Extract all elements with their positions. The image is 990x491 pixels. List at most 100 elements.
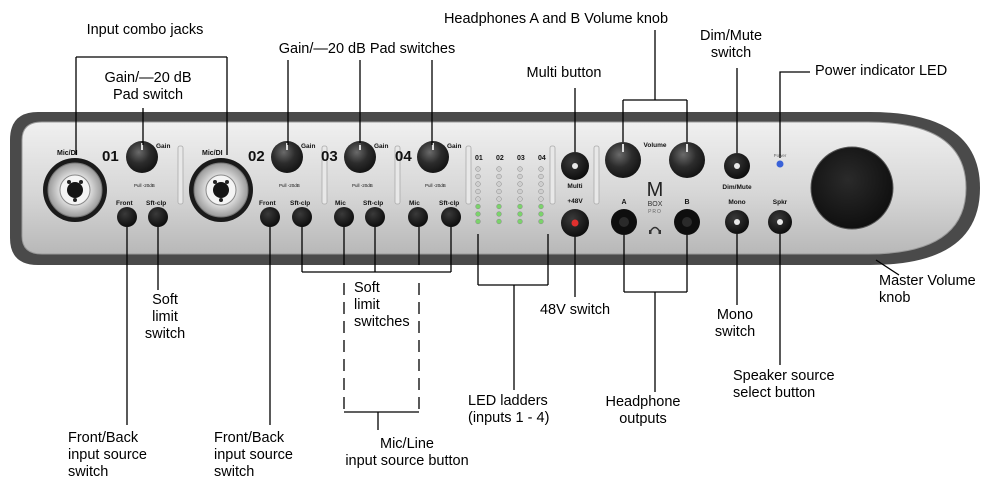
ch1-front-label: Front — [116, 200, 133, 207]
led-ladder-2-dot — [496, 166, 502, 172]
callout-power-indicator-led: Power indicator LED — [815, 63, 948, 79]
power-led — [776, 160, 784, 168]
led-ladder-2-dot — [496, 173, 502, 180]
soft-clip-switch-1 — [148, 207, 168, 227]
callout-multi-button: Multi button — [526, 65, 602, 81]
meter-header-3: 03 — [517, 155, 525, 162]
dim-mute-label: Dim/Mute — [722, 184, 752, 191]
soft-clip-switch-3 — [365, 207, 385, 227]
soft-clip-switch-4 — [441, 207, 461, 227]
led-ladder-3-dot — [517, 181, 523, 187]
callout-front-back-switch-1: Front/Back input source switch — [68, 430, 147, 480]
led-ladder-3-dot — [517, 173, 523, 180]
volume-label: Volume — [644, 142, 667, 149]
ch4-sftclp-label: Sft-clp — [439, 200, 459, 207]
led-ladder-2-dot — [496, 181, 502, 187]
gain-knob-2 — [271, 141, 303, 173]
led-ladder-4-dot — [538, 166, 544, 172]
ch2-input-label: Mic/DI — [202, 150, 223, 157]
gain-knob-1 — [126, 141, 158, 173]
callout-soft-limit-switch: Soft limit switch — [144, 292, 186, 342]
led-ladder-3-dot — [517, 166, 523, 172]
callout-lines — [75, 30, 900, 430]
ch2-number: 02 — [248, 148, 265, 165]
callout-dim-mute-switch: Dim/Mute switch — [699, 28, 763, 61]
ch3-gain-label: Gain — [374, 143, 388, 150]
callout-mono-switch: Mono switch — [714, 307, 756, 340]
led-ladder-3-dot — [517, 211, 523, 217]
led-ladder-4-dot — [538, 188, 544, 195]
led-ladder-2-dot — [496, 218, 502, 225]
ch2-front-label: Front — [259, 200, 276, 207]
ch2-pad-label: Pull -20dB — [279, 183, 300, 188]
multi-button — [561, 152, 589, 180]
ch4-mic-label: Mic — [409, 200, 420, 207]
led-ladder-2-dot — [496, 211, 502, 217]
dim-mute-button — [724, 153, 750, 179]
ch1-sftclp-label: Sft-clp — [146, 200, 166, 207]
meter-header-2: 02 — [496, 155, 504, 162]
mbox-logo-sub: BOX — [648, 201, 663, 208]
led-ladder-3-dot — [517, 188, 523, 195]
led-ladder-2-dot — [496, 188, 502, 195]
combo-jack-2 — [189, 158, 253, 222]
led-ladder-1-dot — [475, 173, 481, 180]
front-switch-1 — [117, 207, 137, 227]
callout-headphone-outputs: Headphone outputs — [605, 394, 681, 427]
ch4-pad-label: Pull -20dB — [425, 183, 446, 188]
headphone-output-b — [674, 209, 700, 235]
callout-headphones-volume-knob: Headphones A and B Volume knob — [443, 11, 669, 27]
callout-speaker-source-select: Speaker source select button — [733, 368, 835, 401]
callout-front-back-switch-2: Front/Back input source switch — [214, 430, 293, 480]
led-ladder-4-dot — [538, 211, 544, 217]
mic-switch-4 — [408, 207, 428, 227]
combo-jack-1 — [43, 158, 107, 222]
mbox-logo: M — [647, 179, 664, 201]
led-ladder-3-dot — [517, 203, 523, 210]
ch1-pad-label: Pull -20dB — [134, 183, 155, 188]
callout-input-combo-jacks: Input combo jacks — [86, 22, 204, 38]
callout-led-ladders: LED ladders (inputs 1 - 4) — [468, 393, 550, 426]
meter-header-4: 04 — [538, 155, 546, 162]
multi-label: Multi — [567, 183, 582, 190]
front-switch-2 — [260, 207, 280, 227]
mono-label: Mono — [728, 199, 745, 206]
led-ladder-1-dot — [475, 166, 481, 172]
ch1-gain-label: Gain — [156, 143, 170, 150]
ch3-pad-label: Pull -20dB — [352, 183, 373, 188]
callout-gain-pad-switches: Gain/—20 dB Pad switches — [278, 41, 456, 57]
led-ladder-4-dot — [538, 173, 544, 180]
ch3-mic-label: Mic — [335, 200, 346, 207]
callout-soft-limit-switches: Soft limit switches — [354, 280, 410, 330]
ch3-number: 03 — [321, 148, 338, 165]
ch1-input-label: Mic/DI — [57, 150, 78, 157]
led-ladder-2-dot — [496, 196, 502, 202]
spkr-label: Spkr — [773, 199, 788, 206]
led-ladder-3-dot — [517, 196, 523, 202]
ch4-gain-label: Gain — [447, 143, 461, 150]
soft-clip-switch-2 — [292, 207, 312, 227]
mbox-logo-sub2: PRO — [648, 209, 662, 215]
led-ladder-1-dot — [475, 188, 481, 195]
led-ladder-1-dot — [475, 196, 481, 202]
ch3-sftclp-label: Sft-clp — [363, 200, 383, 207]
led-ladder-3-dot — [517, 218, 523, 225]
ch4-number: 04 — [395, 148, 412, 165]
headphone-volume-knob-b — [669, 142, 705, 178]
led-ladder-2-dot — [496, 203, 502, 210]
led-ladder-1-dot — [475, 181, 481, 187]
headphone-volume-knob-a — [605, 142, 641, 178]
led-ladder-1-dot — [475, 203, 481, 210]
gain-knob-4 — [417, 141, 449, 173]
led-ladders — [475, 166, 544, 225]
ch2-sftclp-label: Sft-clp — [290, 200, 310, 207]
callout-48v-switch: 48V switch — [539, 302, 611, 318]
master-volume-knob — [810, 146, 894, 230]
headphone-a-label: A — [621, 199, 626, 206]
meter-header-1: 01 — [475, 155, 483, 162]
gain-knob-3 — [344, 141, 376, 173]
led-ladder-4-dot — [538, 181, 544, 187]
led-ladder-1-dot — [475, 211, 481, 217]
